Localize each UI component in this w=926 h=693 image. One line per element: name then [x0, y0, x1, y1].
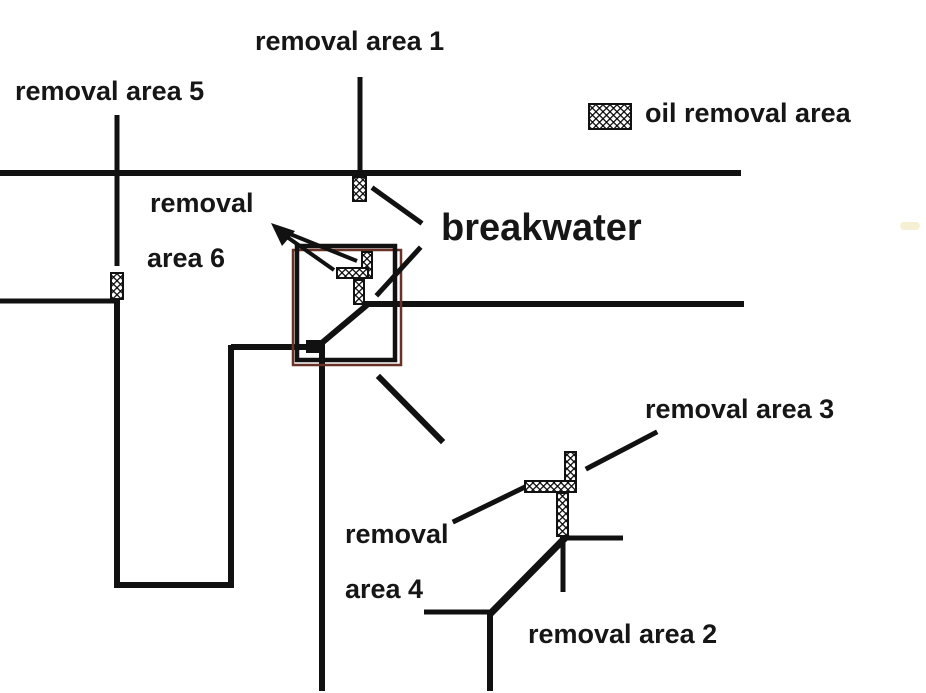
area6-arrow-line-a: [279, 228, 358, 263]
oil-marker-area4: [524, 480, 577, 493]
pier-junction-blob: [306, 340, 323, 353]
area4-leader: [451, 484, 527, 525]
inset-box-accent: [291, 248, 403, 367]
breakwater-leader-box: [374, 245, 423, 298]
detail-diagonal: [486, 532, 571, 618]
label-removal-area-4-line2: area 4: [345, 574, 424, 604]
oil-marker-area2: [556, 492, 569, 537]
inset-box: [294, 243, 398, 363]
pier-bend-diagonal: [315, 302, 369, 350]
label-removal-area-6-line1: removal: [150, 188, 254, 218]
oil-legend-swatch-icon: [588, 103, 632, 130]
inset-detail-leader: [375, 373, 446, 445]
label-removal-area-6-line2: area 6: [147, 243, 226, 273]
label-removal-area-3: removal area 3: [645, 394, 835, 424]
oil-marker-area1: [352, 176, 367, 202]
faint-smudge: [900, 222, 920, 230]
breakwater-leader-top: [370, 185, 424, 226]
area6-arrow-line-b: [278, 230, 336, 272]
label-removal-area-5: removal area 5: [15, 76, 205, 106]
label-removal-area-1: removal area 1: [255, 26, 445, 56]
oil-marker-area6-horizontal: [336, 267, 369, 279]
legend-label: oil removal area: [645, 98, 851, 128]
area6-arrowhead: [271, 223, 295, 246]
oil-marker-area6-lower: [353, 279, 365, 305]
oil-marker-area5: [110, 272, 124, 300]
area3-leader: [584, 429, 659, 472]
label-breakwater: breakwater: [441, 207, 642, 249]
label-removal-area-4-line1: removal: [345, 519, 449, 549]
label-removal-area-2: removal area 2: [528, 619, 718, 649]
